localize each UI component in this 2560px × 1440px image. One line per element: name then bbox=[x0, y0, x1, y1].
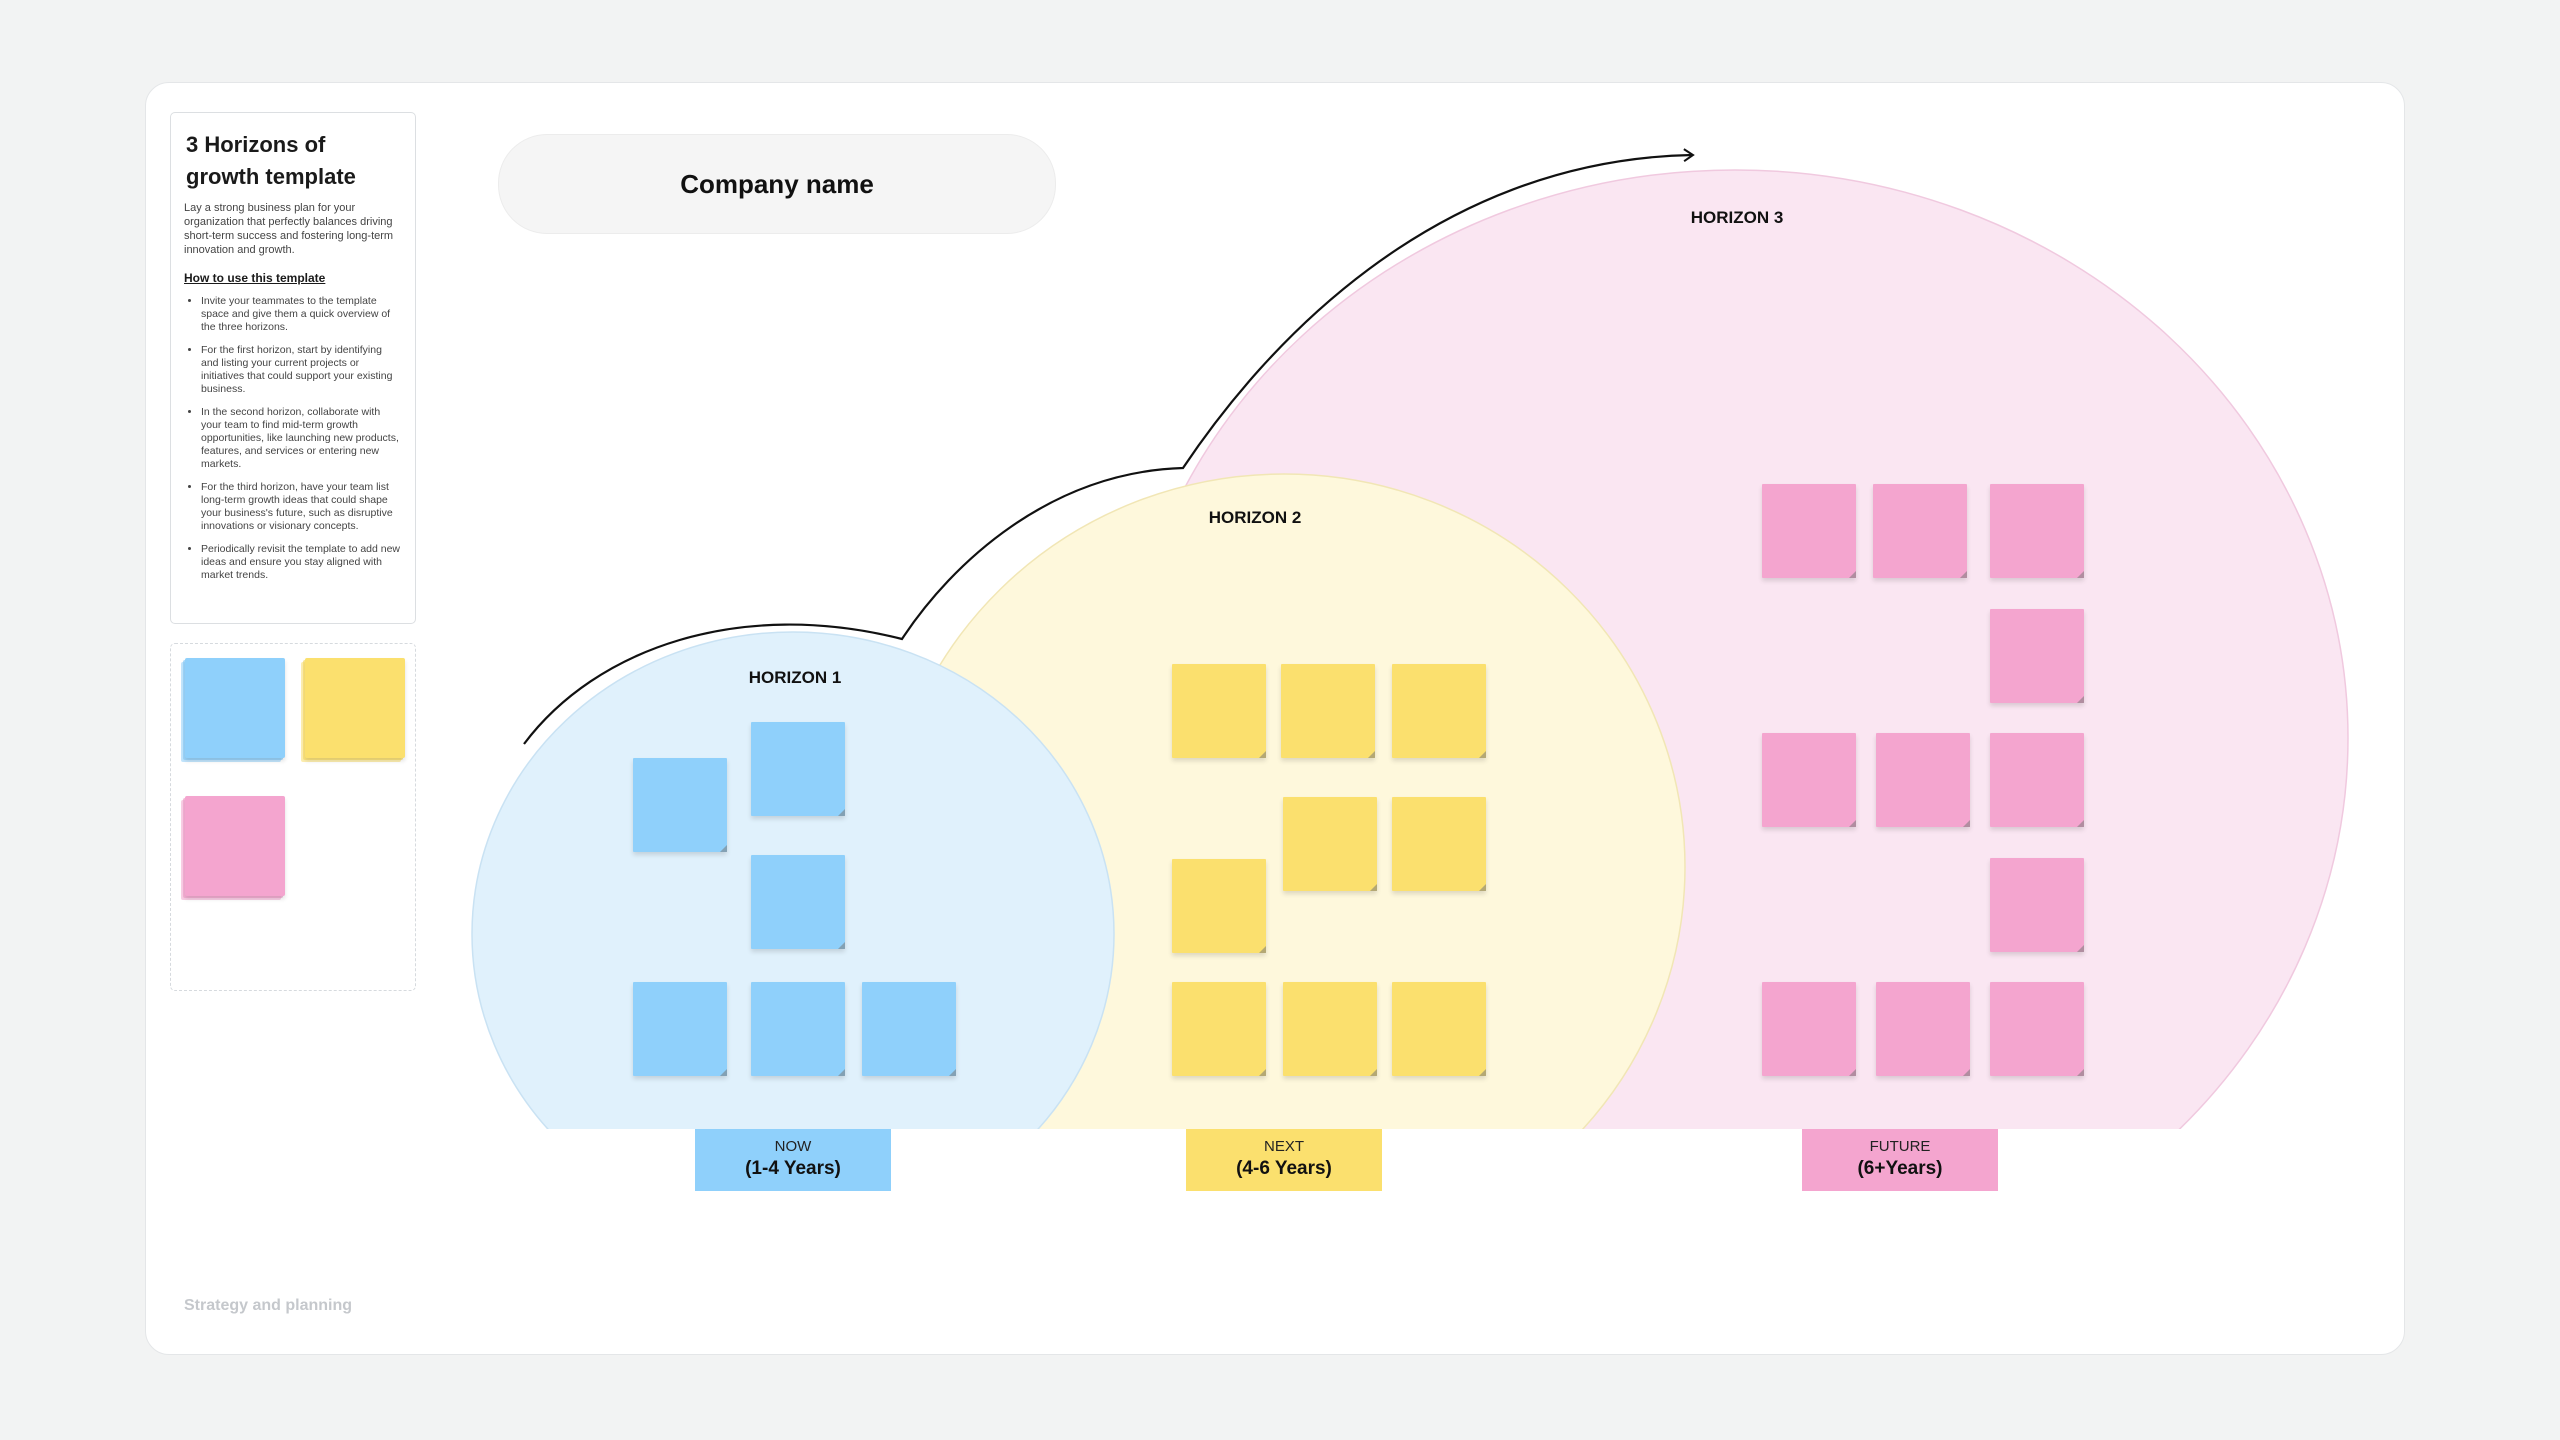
sticky-note[interactable] bbox=[1281, 664, 1375, 758]
period-tag-future: FUTURE (6+Years) bbox=[1802, 1129, 1998, 1191]
sticky-note[interactable] bbox=[1873, 484, 1967, 578]
horizon-3-label: HORIZON 3 bbox=[1690, 208, 1784, 227]
period-tag-value: (4-6 Years) bbox=[1236, 1158, 1332, 1179]
how-to-step: In the second horizon, collaborate with … bbox=[201, 406, 402, 471]
category-footer: Strategy and planning bbox=[184, 1297, 353, 1314]
sticky-note[interactable] bbox=[1762, 982, 1856, 1076]
period-tag-label: NOW bbox=[774, 1138, 812, 1155]
sticky-note[interactable] bbox=[1172, 664, 1266, 758]
sticky-note[interactable] bbox=[1762, 484, 1856, 578]
growth-arrow bbox=[523, 148, 1695, 745]
sticky-note-palette bbox=[170, 643, 416, 991]
sticky-note[interactable] bbox=[1990, 982, 2084, 1076]
sticky-note[interactable] bbox=[633, 758, 727, 852]
sticky-note[interactable] bbox=[1990, 733, 2084, 827]
how-to-steps: Invite your teammates to the template sp… bbox=[184, 295, 402, 582]
sticky-note[interactable] bbox=[633, 982, 727, 1076]
template-info-card: 3 Horizons of growth template Lay a stro… bbox=[170, 112, 416, 624]
yellow-sticky-stack[interactable] bbox=[301, 658, 405, 762]
period-tag-value: (1-4 Years) bbox=[745, 1158, 841, 1179]
how-to-step: For the third horizon, have your team li… bbox=[201, 481, 402, 533]
how-to-step: For the first horizon, start by identify… bbox=[201, 344, 402, 396]
pink-sticky-stack[interactable] bbox=[181, 796, 285, 900]
sticky-note[interactable] bbox=[1990, 858, 2084, 952]
sticky-note[interactable] bbox=[751, 722, 845, 816]
template-title: 3 Horizons of growth template bbox=[186, 132, 356, 189]
how-to-step: Periodically revisit the template to add… bbox=[201, 543, 402, 582]
sticky-note[interactable] bbox=[1392, 982, 1486, 1076]
sticky-note[interactable] bbox=[1392, 797, 1486, 891]
sticky-note[interactable] bbox=[1392, 664, 1486, 758]
sticky-note[interactable] bbox=[751, 855, 845, 949]
how-to-heading: How to use this template bbox=[184, 271, 326, 285]
template-description: Lay a strong business plan for your orga… bbox=[184, 202, 394, 256]
sticky-note[interactable] bbox=[1172, 982, 1266, 1076]
sticky-note[interactable] bbox=[1876, 733, 1970, 827]
horizon-1-label: HORIZON 1 bbox=[748, 668, 842, 687]
period-tag-label: NEXT bbox=[1263, 1138, 1304, 1155]
period-tag-next: NEXT (4-6 Years) bbox=[1186, 1129, 1382, 1191]
sticky-note[interactable] bbox=[1283, 797, 1377, 891]
sticky-note[interactable] bbox=[1876, 982, 1970, 1076]
sticky-note[interactable] bbox=[862, 982, 956, 1076]
sticky-note[interactable] bbox=[1172, 859, 1266, 953]
sticky-note[interactable] bbox=[1283, 982, 1377, 1076]
period-tag-value: (6+Years) bbox=[1857, 1158, 1943, 1179]
sticky-note[interactable] bbox=[1990, 484, 2084, 578]
sticky-note[interactable] bbox=[1990, 609, 2084, 703]
blue-sticky-stack[interactable] bbox=[181, 658, 285, 762]
horizon-2-label: HORIZON 2 bbox=[1208, 508, 1302, 527]
company-name-field[interactable]: Company name bbox=[498, 134, 1056, 234]
sticky-note[interactable] bbox=[751, 982, 845, 1076]
sticky-note[interactable] bbox=[1762, 733, 1856, 827]
how-to-step: Invite your teammates to the template sp… bbox=[201, 295, 402, 334]
period-tag-label: FUTURE bbox=[1869, 1138, 1931, 1155]
period-tag-now: NOW (1-4 Years) bbox=[695, 1129, 891, 1191]
